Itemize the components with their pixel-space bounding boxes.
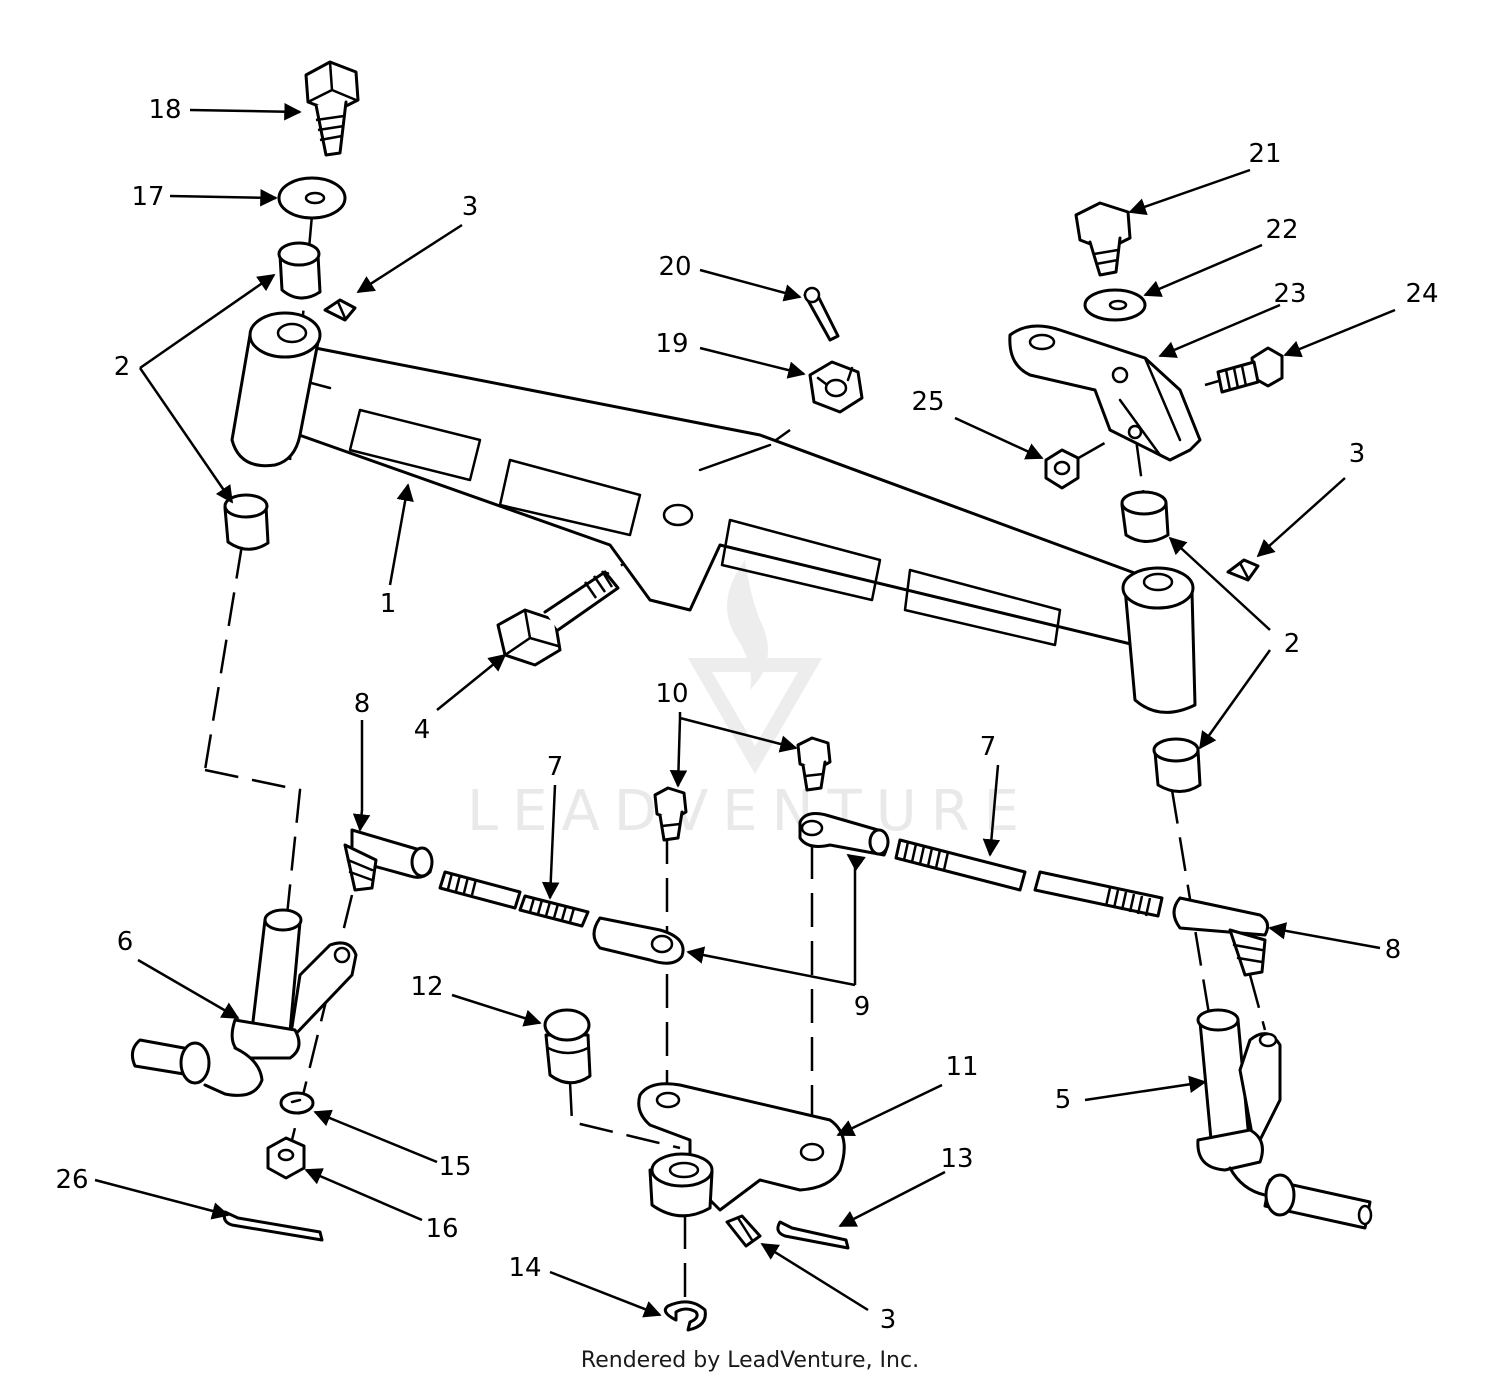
callout-19: 19 bbox=[655, 329, 688, 359]
credit-text: Rendered by LeadVenture, Inc. bbox=[580, 1348, 920, 1373]
rod-end-9-right bbox=[798, 812, 890, 857]
bushing-2-upper-left bbox=[277, 241, 322, 300]
callout-2-left: 2 bbox=[114, 352, 131, 382]
ball-joint-8-right bbox=[1172, 896, 1270, 977]
bolt-10-left bbox=[653, 786, 688, 842]
tie-rod-7-right bbox=[894, 838, 1164, 918]
ball-joint-8-left bbox=[343, 828, 434, 892]
callout-22: 22 bbox=[1265, 215, 1298, 245]
callout-3-right: 3 bbox=[1349, 439, 1366, 469]
callout-13: 13 bbox=[940, 1144, 973, 1174]
callout-23: 23 bbox=[1273, 279, 1306, 309]
callout-9: 9 bbox=[854, 992, 871, 1022]
callout-12: 12 bbox=[410, 972, 443, 1002]
cap-12 bbox=[543, 1008, 592, 1085]
bushing-2-upper-right bbox=[1120, 490, 1170, 543]
callout-18: 18 bbox=[148, 95, 181, 125]
callout-2-right: 2 bbox=[1284, 629, 1301, 659]
callout-6: 6 bbox=[117, 927, 134, 957]
retaining-ring-14 bbox=[663, 1300, 707, 1332]
callout-3-bottom: 3 bbox=[880, 1305, 897, 1335]
callout-14: 14 bbox=[508, 1253, 541, 1283]
callout-7-right: 7 bbox=[980, 732, 997, 762]
callout-16: 16 bbox=[425, 1214, 458, 1244]
bolt-10-right bbox=[796, 736, 832, 792]
callout-1: 1 bbox=[380, 589, 397, 619]
pivot-bolt-4 bbox=[496, 570, 620, 667]
lock-washer-15 bbox=[279, 1091, 315, 1115]
callout-21: 21 bbox=[1248, 139, 1281, 169]
front-axle bbox=[283, 343, 1190, 647]
callout-3-top: 3 bbox=[462, 192, 479, 222]
callout-11: 11 bbox=[945, 1052, 978, 1082]
washer-22 bbox=[1083, 288, 1147, 322]
grease-fitting-3-top bbox=[323, 298, 357, 322]
watermark-text: LEADVENTURE bbox=[467, 779, 1033, 844]
right-axle-boss bbox=[1121, 566, 1197, 714]
callout-leaders bbox=[94, 102, 1396, 1318]
watermark-logo bbox=[687, 560, 823, 774]
callout-8-left: 8 bbox=[354, 689, 371, 719]
bushing-2-lower-right bbox=[1152, 737, 1202, 793]
callout-24: 24 bbox=[1405, 279, 1438, 309]
spindle-6-left bbox=[130, 908, 358, 1097]
washer-17 bbox=[277, 176, 347, 220]
bolt-18 bbox=[304, 60, 360, 157]
callout-20: 20 bbox=[658, 252, 691, 282]
cotter-pin-20 bbox=[803, 286, 840, 342]
callout-25: 25 bbox=[911, 387, 944, 417]
steering-arm-23 bbox=[1008, 324, 1202, 462]
bolt-24 bbox=[1216, 346, 1284, 394]
tie-rod-7-left bbox=[438, 870, 590, 928]
callout-10: 10 bbox=[655, 679, 688, 709]
callout-8-right: 8 bbox=[1385, 935, 1402, 965]
bolt-21 bbox=[1074, 201, 1132, 277]
rod-end-9-left bbox=[592, 916, 685, 965]
nut-25 bbox=[1044, 448, 1080, 490]
grease-fitting-3-bottom bbox=[725, 1214, 762, 1248]
cotter-pin-26 bbox=[222, 1210, 324, 1242]
callout-15: 15 bbox=[438, 1152, 471, 1182]
callout-7-left: 7 bbox=[547, 752, 564, 782]
left-axle-boss bbox=[230, 311, 322, 468]
callout-labels: 18 17 3 2 1 20 19 4 21 22 23 24 25 3 2 8… bbox=[55, 95, 1438, 1335]
callout-4: 4 bbox=[414, 715, 431, 745]
callout-5: 5 bbox=[1055, 1085, 1072, 1115]
callout-26: 26 bbox=[55, 1165, 88, 1195]
spindle-5-right bbox=[1196, 1008, 1373, 1230]
center-arm-11 bbox=[637, 1082, 846, 1218]
castle-nut-19 bbox=[808, 360, 864, 414]
grease-fitting-3-right bbox=[1226, 558, 1260, 582]
cotter-pin-13 bbox=[776, 1220, 850, 1250]
nut-16 bbox=[266, 1136, 306, 1180]
bushing-2-lower-left bbox=[223, 493, 270, 551]
callout-17: 17 bbox=[131, 182, 164, 212]
